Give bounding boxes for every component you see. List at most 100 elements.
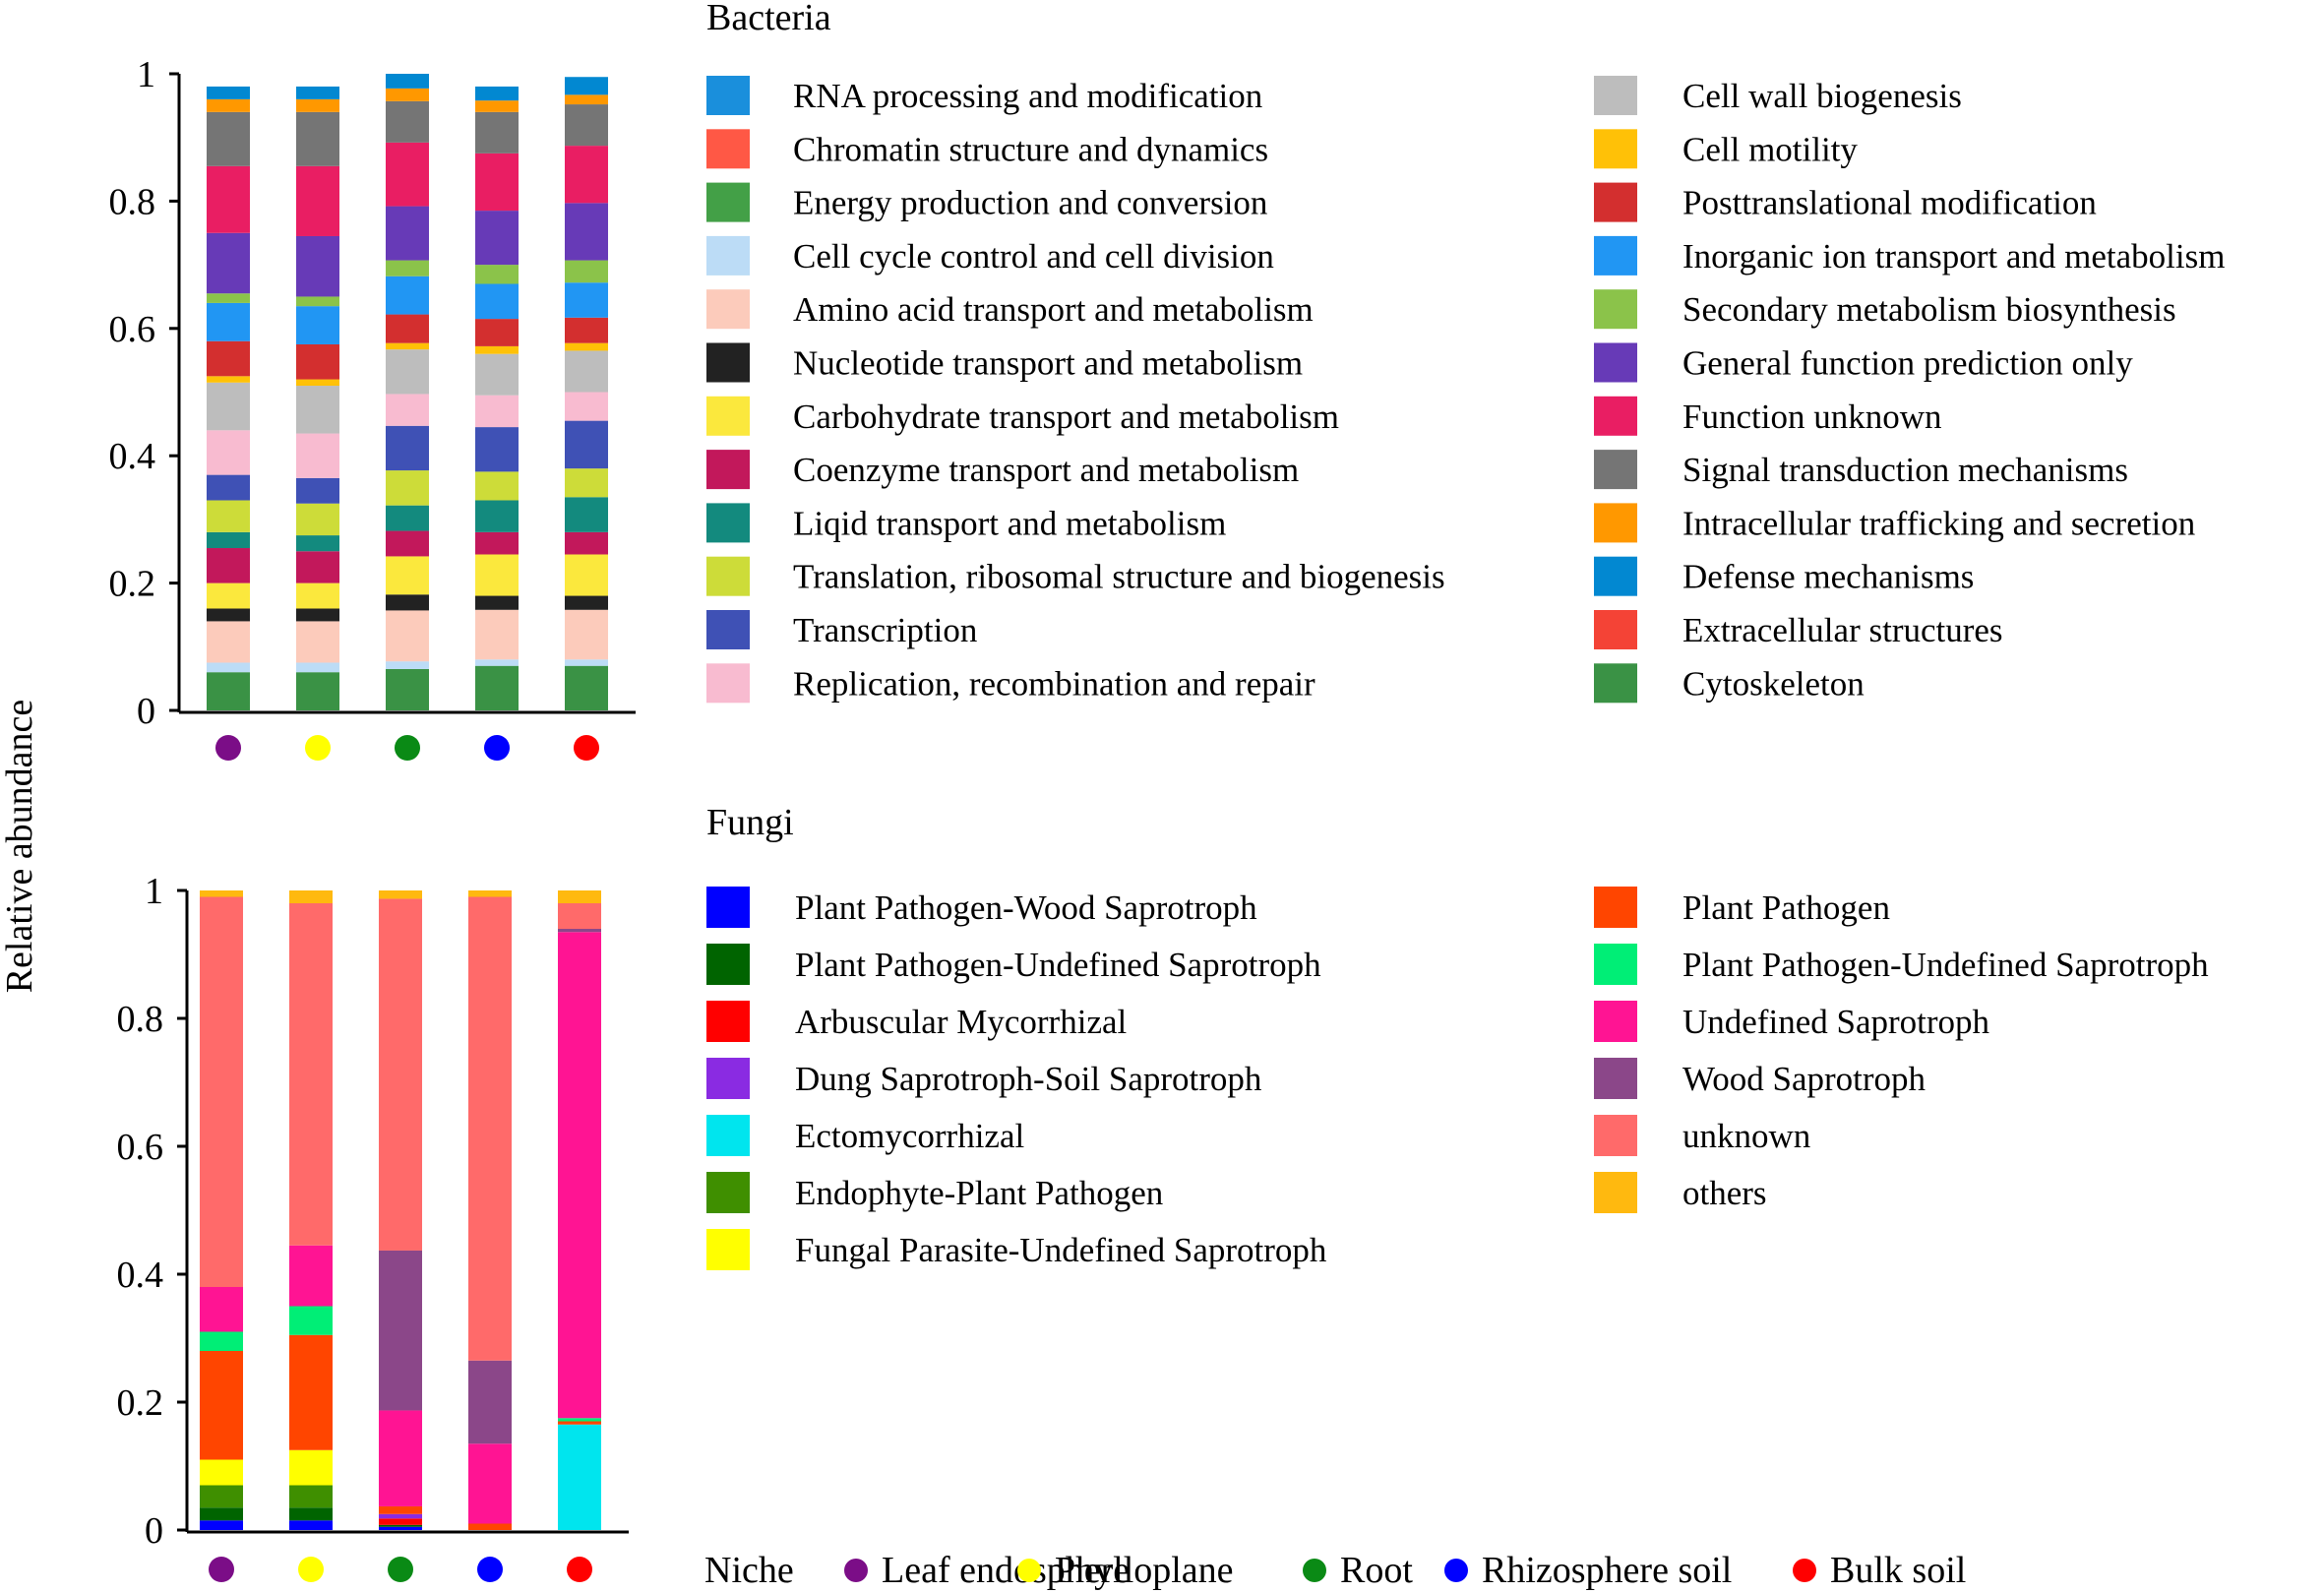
- bacteria-legend-swatch: [706, 556, 750, 596]
- fungi-bar-segment-endophyte-plant-pathogen: [200, 1485, 243, 1508]
- bacteria-bar-segment-intracellular-trafficking-and-secretion: [296, 98, 339, 112]
- bacteria-bar-segment-liqid-transport-and-metabolism: [475, 500, 519, 532]
- fungi-legend-label: Fungal Parasite-Undefined Saprotroph: [795, 1231, 1327, 1269]
- bacteria-bar-segment-cell-cycle-control-and-cell-division: [207, 662, 250, 673]
- bacteria-bar-segment-carbohydrate-transport-and-metabolism: [565, 554, 608, 596]
- bacteria-bar-segment-replication-recombination-and-repair: [565, 392, 608, 421]
- niche-legend-label-bulk-soil: Bulk soil: [1830, 1550, 1966, 1591]
- fungi-bar-segment-fungal-parasite-undefined-saprotroph: [289, 1449, 333, 1486]
- bacteria-legend-swatch: [706, 450, 750, 490]
- fungi-bar-segment-plant-pathogen-wood-saprotroph: [289, 1520, 333, 1530]
- bacteria-bar-segment-signal-transduction-mechanisms: [386, 100, 429, 143]
- bacteria-bar-segment-cytoskeleton: [565, 665, 608, 710]
- bacteria-bar-segment-translation-ribosomal-structure-and-biogenesis: [296, 503, 339, 536]
- bacteria-bar-segment-posttranslational-modification: [475, 319, 519, 346]
- fungi-bar-segment-others: [200, 890, 243, 897]
- bacteria-legend-swatch: [1594, 235, 1637, 276]
- bacteria-legend-label: Translation, ribosomal structure and bio…: [793, 558, 1445, 596]
- fungi-niche-dot-root: [388, 1557, 413, 1582]
- fungi-bar-segment-plant-pathogen-wood-saprotroph: [379, 1526, 422, 1530]
- fungi-bar-segment-undefined-saprotroph: [289, 1245, 333, 1307]
- fungi-legend-label: Plant Pathogen-Undefined Saprotroph: [795, 946, 1321, 984]
- bacteria-bar-segment-defense-mechanisms: [475, 86, 519, 101]
- niche-legend-title: Niche: [704, 1550, 794, 1591]
- bacteria-legend-label: Posttranslational modification: [1682, 184, 2097, 222]
- fungi-legend-swatch: [1594, 1001, 1637, 1042]
- bacteria-bar-segment-cell-cycle-control-and-cell-division: [475, 659, 519, 666]
- bacteria-legend-label: Liqid transport and metabolism: [793, 504, 1226, 542]
- bacteria-bar-segment-liqid-transport-and-metabolism: [386, 505, 429, 531]
- niche-legend-dot-leaf-endosphere: [844, 1559, 868, 1582]
- fungi-bar-segment-unknown: [200, 896, 243, 1287]
- bacteria-bar-segment-nucleotide-transport-and-metabolism: [207, 608, 250, 622]
- fungi-bar-segment-plant-pathogen-undefined-saprotroph: [200, 1331, 243, 1351]
- bacteria-bar-segment-general-function-prediction-only: [296, 235, 339, 297]
- fungi-bar-segment-others: [289, 890, 333, 903]
- bacteria-legend-label: Replication, recombination and repair: [793, 664, 1315, 703]
- bacteria-bar-segment-cell-motility: [565, 342, 608, 351]
- fungi-niche-dot-rhizosphere-soil: [477, 1557, 503, 1582]
- fungi-bar-segment-undefined-saprotroph: [200, 1287, 243, 1332]
- fungi-niche-dot-phylloplane: [298, 1557, 324, 1582]
- fungi-bar-segment-unknown: [289, 903, 333, 1246]
- fungi-legend-swatch: [1594, 887, 1637, 928]
- bacteria-legend-swatch: [706, 289, 750, 330]
- fungi-bar-segment-unknown: [558, 903, 601, 929]
- fungi-bar-segment-others: [379, 890, 422, 899]
- fungi-bar-segment-undefined-saprotroph: [379, 1410, 422, 1506]
- bacteria-bar-segment-posttranslational-modification: [207, 340, 250, 377]
- fungi-legend-swatch: [706, 887, 750, 928]
- fungi-legend-swatch: [706, 1172, 750, 1213]
- bacteria-bar-segment-cell-motility: [475, 345, 519, 354]
- fungi-bar-segment-plant-pathogen: [379, 1505, 422, 1514]
- bacteria-bar-segment-nucleotide-transport-and-metabolism: [386, 594, 429, 611]
- bacteria-legend-swatch: [1594, 182, 1637, 222]
- bacteria-tick-label: 1: [137, 54, 155, 95]
- bacteria-legend-swatch: [706, 396, 750, 436]
- bacteria-bar-segment-general-function-prediction-only: [565, 203, 608, 261]
- bacteria-bar-segment-transcription: [386, 425, 429, 471]
- fungi-legend-label: Undefined Saprotroph: [1682, 1003, 1990, 1041]
- bacteria-bar-segment-coenzyme-transport-and-metabolism: [386, 530, 429, 557]
- fungi-bar-segment-unknown: [379, 898, 422, 1251]
- bacteria-bar-segment-secondary-metabolism-biosynthesis: [207, 293, 250, 303]
- bacteria-bar-segment-transcription: [207, 474, 250, 501]
- bacteria-legend-swatch: [1594, 289, 1637, 330]
- bacteria-legend-label: Defense mechanisms: [1682, 558, 1974, 596]
- fungi-legend-label: unknown: [1682, 1117, 1810, 1155]
- bacteria-legend-label: Nucleotide transport and metabolism: [793, 344, 1303, 383]
- fungi-tick-label: 0.4: [117, 1255, 164, 1296]
- bacteria-bar-segment-inorganic-ion-transport-and-metabolism: [296, 306, 339, 344]
- bacteria-bar-segment-cell-cycle-control-and-cell-division: [565, 659, 608, 666]
- bacteria-legend-label: Cell motility: [1682, 130, 1858, 168]
- fungi-bar-segment-others: [468, 890, 512, 897]
- fungi-bar-segment-plant-pathogen: [289, 1334, 333, 1450]
- bacteria-niche-dot-phylloplane: [305, 735, 331, 761]
- fungi-bar-segment-plant-pathogen: [468, 1523, 512, 1530]
- bacteria-bar-segment-cytoskeleton: [296, 672, 339, 710]
- bacteria-tick-label: 0.4: [109, 436, 156, 477]
- fungi-bar-segment-plant-pathogen: [558, 1421, 601, 1425]
- bacteria-bar-segment-posttranslational-modification: [565, 317, 608, 343]
- bacteria-legend-swatch: [1594, 503, 1637, 543]
- fungi-bar-segment-plant-pathogen-undefined-saprotroph: [289, 1306, 333, 1335]
- bacteria-legend-label: Intracellular trafficking and secretion: [1682, 504, 2195, 542]
- fungi-bar-segment-wood-saprotroph: [379, 1250, 422, 1411]
- fungi-tick-label: 1: [145, 871, 163, 912]
- bacteria-bar-segment-signal-transduction-mechanisms: [475, 111, 519, 153]
- bacteria-bar-segment-nucleotide-transport-and-metabolism: [565, 595, 608, 610]
- fungi-legend-label: Plant Pathogen-Wood Saprotroph: [795, 888, 1257, 927]
- bacteria-niche-dot-root: [395, 735, 420, 761]
- bacteria-bar-segment-signal-transduction-mechanisms: [207, 111, 250, 166]
- bacteria-bar-segment-translation-ribosomal-structure-and-biogenesis: [475, 471, 519, 501]
- bacteria-legend-label: Chromatin structure and dynamics: [793, 130, 1268, 168]
- fungi-bar-segment-arbuscular-mycorrhizal: [379, 1518, 422, 1525]
- bacteria-bar-segment-carbohydrate-transport-and-metabolism: [475, 554, 519, 596]
- bacteria-legend-label: Carbohydrate transport and metabolism: [793, 398, 1339, 436]
- bacteria-bar-segment-replication-recombination-and-repair: [475, 395, 519, 428]
- bacteria-bar-segment-transcription: [565, 420, 608, 469]
- fungi-bar-segment-plant-pathogen-undefined-saprotroph: [289, 1507, 333, 1521]
- bacteria-legend-label: Cell wall biogenesis: [1682, 77, 1962, 115]
- bacteria-legend-label: Cell cycle control and cell division: [793, 237, 1274, 276]
- bacteria-bar-segment-amino-acid-transport-and-metabolism: [475, 609, 519, 660]
